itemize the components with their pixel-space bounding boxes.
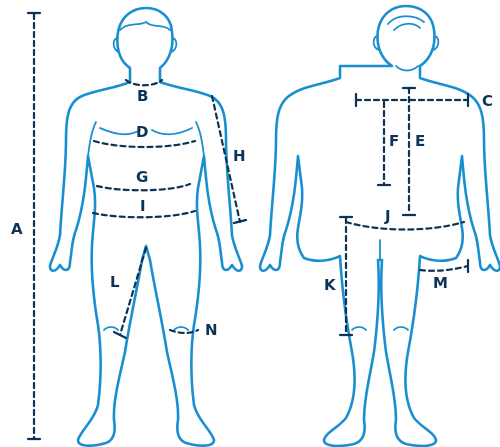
label-c: C (482, 92, 493, 110)
measure-line-j (346, 222, 464, 230)
measure-line-m (420, 266, 468, 271)
measure-line-b (126, 80, 162, 85)
back-right-knee (394, 327, 408, 330)
label-g: G (136, 168, 148, 186)
label-b: B (137, 87, 148, 105)
back-left-knee (352, 327, 366, 330)
measure-h-tick (234, 220, 246, 223)
back-figure (260, 6, 500, 446)
measure-line-d (94, 141, 195, 147)
measure-line-l (120, 248, 146, 335)
label-d: D (136, 123, 148, 141)
label-a: A (11, 220, 23, 238)
label-f: F (389, 132, 399, 150)
back-hair (388, 16, 424, 30)
label-k: K (324, 276, 337, 294)
label-n: N (205, 321, 218, 339)
measure-l-tick (114, 332, 126, 338)
front-figure (50, 8, 242, 446)
label-h: H (233, 147, 246, 165)
front-body-outline (50, 8, 242, 446)
label-e: E (415, 132, 425, 150)
front-face-hair (120, 22, 170, 30)
front-left-knee (104, 327, 118, 330)
label-l: L (110, 273, 120, 291)
front-right-inner-arm (196, 122, 204, 156)
label-m: M (433, 274, 448, 292)
back-body-outline (260, 6, 500, 446)
label-j: J (384, 207, 391, 225)
back-neck-detail (396, 66, 418, 71)
back-measurements (340, 88, 468, 335)
front-right-knee (174, 327, 188, 330)
front-left-inner-arm (88, 122, 96, 156)
label-i: I (140, 197, 146, 215)
